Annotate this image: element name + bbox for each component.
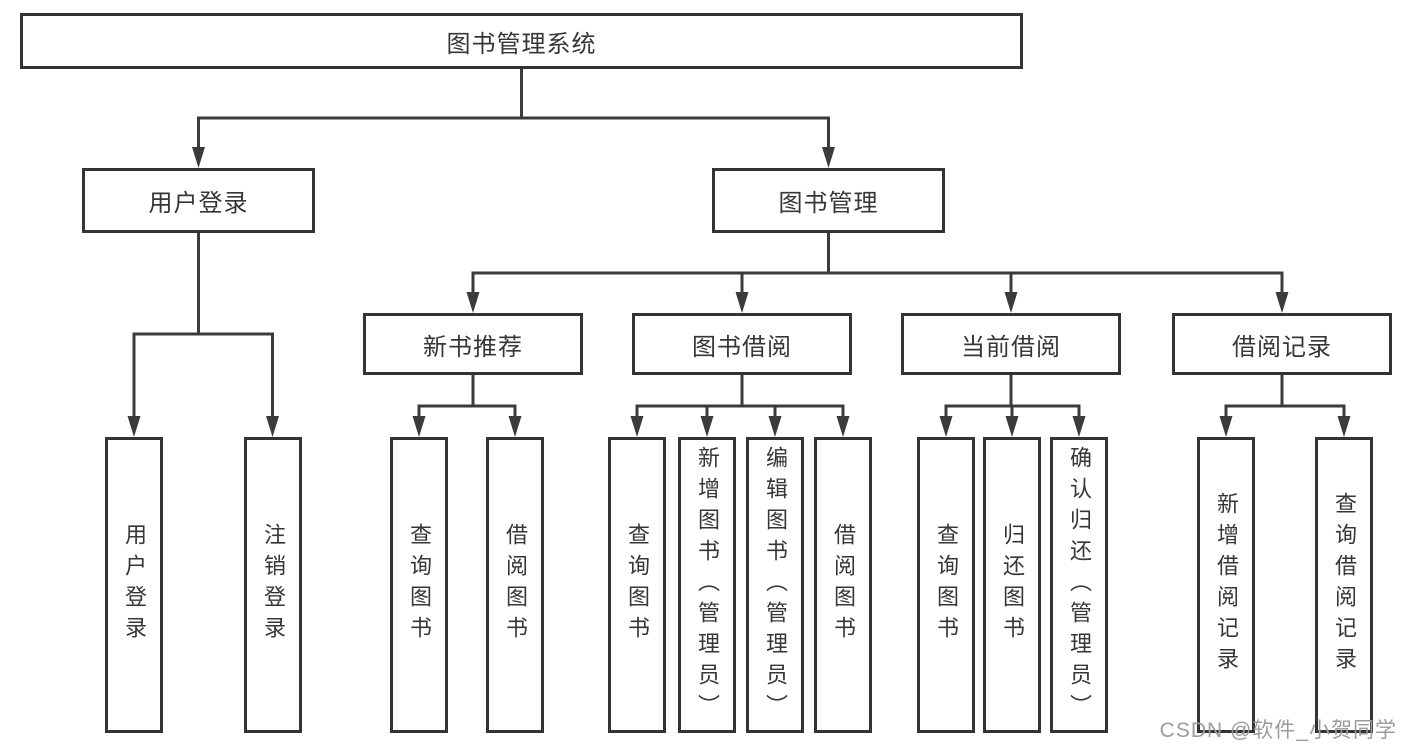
node-label: 新书推荐 xyxy=(423,333,523,361)
leaf-borrow-books: 借阅图书 xyxy=(814,437,872,733)
leaf-query-books: 查询图书 xyxy=(390,437,448,733)
leaf-query-books: 查询图书 xyxy=(917,437,975,733)
leaf-user-login: 用户登录 xyxy=(105,437,163,733)
node-book-borrow: 图书借阅 xyxy=(632,313,852,375)
leaf-logout: 注销登录 xyxy=(244,437,302,733)
node-label: 图书管理系统 xyxy=(446,30,597,58)
leaf-edit-book-admin: 编辑图书（管理员） xyxy=(746,437,804,733)
leaf-add-book-admin: 新增图书（管理员） xyxy=(678,437,736,733)
leaf-add-borrow-record: 新增借阅记录 xyxy=(1197,437,1255,733)
node-label: 图书借阅 xyxy=(692,333,792,361)
node-book-management-system: 图书管理系统 xyxy=(20,13,1023,69)
node-new-book-recommend: 新书推荐 xyxy=(363,313,583,375)
leaf-return-book: 归还图书 xyxy=(983,437,1041,733)
node-label: 当前借阅 xyxy=(961,333,1061,361)
node-label: 用户登录 xyxy=(148,190,249,217)
leaf-confirm-return-admin: 确认归还（管理员） xyxy=(1050,437,1108,733)
node-borrow-records: 借阅记录 xyxy=(1172,313,1392,375)
node-label: 借阅记录 xyxy=(1232,333,1332,361)
node-user-login: 用户登录 xyxy=(82,168,315,233)
leaf-query-borrow-record: 查询借阅记录 xyxy=(1315,437,1373,733)
node-label: 图书管理 xyxy=(778,190,879,217)
csdn-watermark: CSDN @软件_小贺同学 xyxy=(1159,719,1397,742)
node-book-management: 图书管理 xyxy=(712,168,945,233)
leaf-borrow-books: 借阅图书 xyxy=(486,437,544,733)
leaf-query-books: 查询图书 xyxy=(608,437,666,733)
node-current-borrow: 当前借阅 xyxy=(901,313,1121,375)
